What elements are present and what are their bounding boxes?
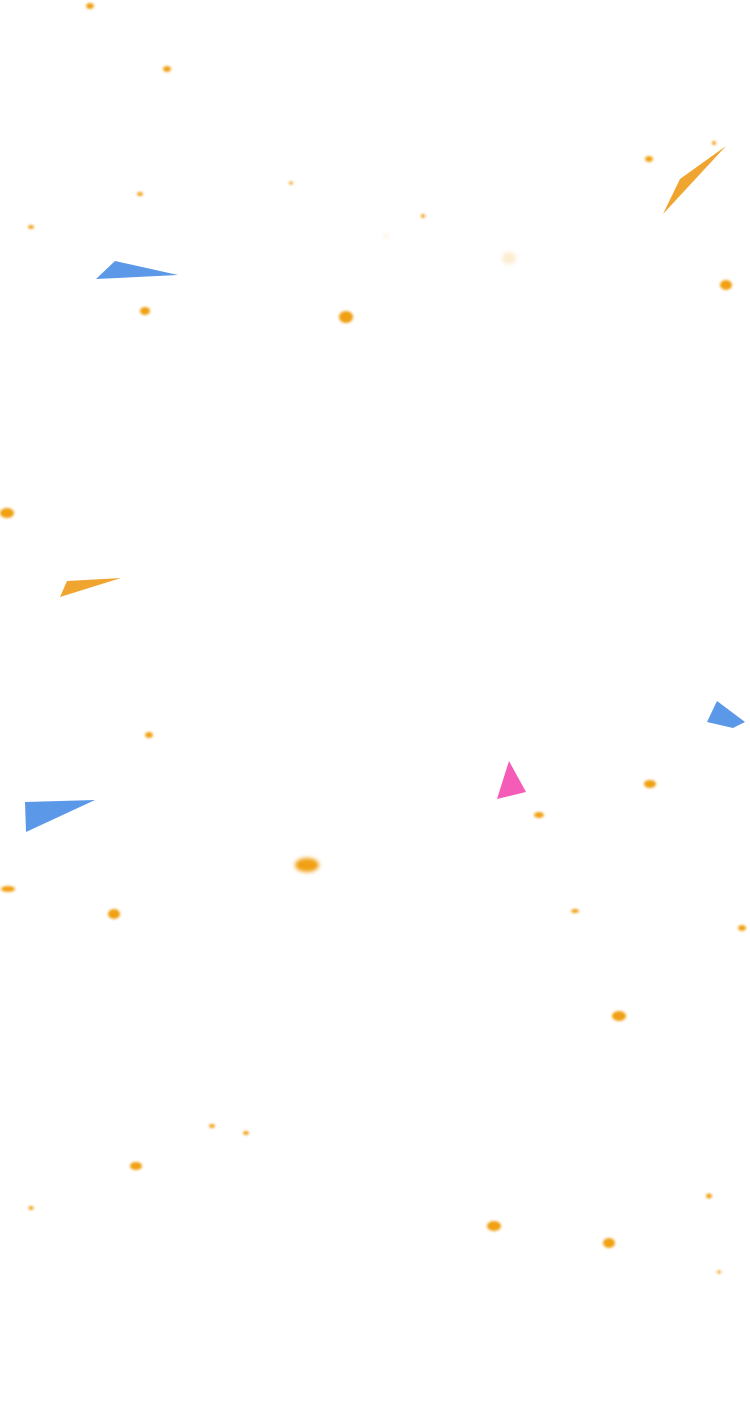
confetti-dot xyxy=(295,858,319,872)
confetti-dot xyxy=(603,1238,615,1248)
confetti-piece xyxy=(663,146,726,214)
confetti-piece xyxy=(60,578,121,597)
confetti-piece xyxy=(25,800,95,832)
confetti-dot xyxy=(720,280,732,290)
confetti-dot xyxy=(145,732,153,738)
confetti-dot xyxy=(487,1221,501,1231)
confetti-dot xyxy=(571,909,579,913)
confetti-dot xyxy=(137,192,143,196)
confetti-dot xyxy=(0,508,14,518)
confetti-dot xyxy=(706,1193,712,1199)
confetti-dot xyxy=(612,1011,626,1021)
confetti-dot xyxy=(289,181,293,185)
confetti-dot xyxy=(644,780,656,788)
confetti-dot xyxy=(502,252,516,264)
confetti-dot xyxy=(339,311,353,323)
confetti-dot xyxy=(1,886,15,892)
particle-group xyxy=(0,3,746,1274)
confetti-dot xyxy=(163,66,171,72)
confetti-piece xyxy=(497,761,526,799)
confetti-dot xyxy=(108,909,120,919)
confetti-dot xyxy=(421,214,425,218)
confetti-dot xyxy=(28,225,34,229)
confetti-piece xyxy=(96,261,178,279)
confetti-dot xyxy=(717,1270,721,1274)
confetti-dot xyxy=(738,925,746,931)
confetti-dot xyxy=(645,156,653,162)
confetti-dot xyxy=(140,307,150,315)
confetti-dot xyxy=(712,141,716,145)
confetti-dot xyxy=(28,1206,34,1210)
confetti-dot xyxy=(534,812,544,818)
confetti-dot xyxy=(86,3,94,9)
particle-group-blurred xyxy=(295,234,516,872)
confetti-dot xyxy=(384,234,388,238)
confetti-piece xyxy=(707,701,745,728)
confetti-dot xyxy=(209,1124,215,1128)
confetti-dot xyxy=(130,1162,142,1170)
confetti-dot xyxy=(243,1131,249,1135)
